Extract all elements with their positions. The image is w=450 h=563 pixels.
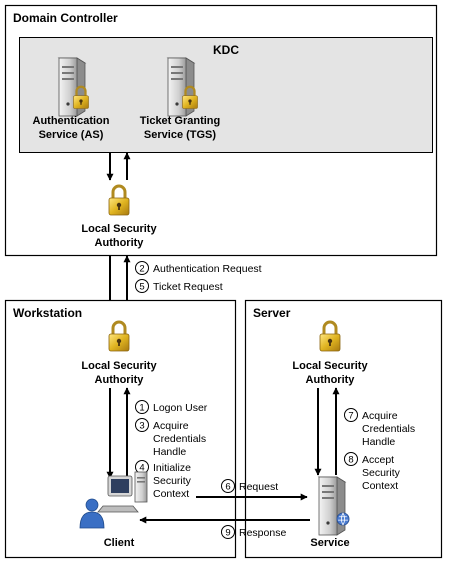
server-lsa-label-line1: Local Security [292, 360, 368, 372]
svg-text:2: 2 [139, 264, 144, 275]
step-6-text: Request [239, 481, 278, 493]
ws-lsa-label-line2: Authority [95, 374, 145, 386]
svg-text:8: 8 [348, 455, 353, 466]
server-title: Server [253, 306, 291, 320]
workstation-title: Workstation [13, 306, 82, 320]
service-server-icon [318, 476, 350, 536]
step-7-text-line1: Acquire [362, 410, 398, 422]
domain-controller-title: Domain Controller [13, 11, 118, 25]
step-2: 2 Authentication Request [135, 261, 262, 275]
step-8-text-line1: Accept [362, 454, 394, 466]
step-9: 9 Response [221, 525, 286, 539]
svg-text:3: 3 [139, 421, 144, 432]
step-4-text-line2: Security [153, 475, 192, 487]
step-4-text-line1: Initialize [153, 462, 191, 474]
step-8-text-line2: Security [362, 467, 401, 479]
step-9-text: Response [239, 527, 286, 539]
step-3-text-line2: Credentials [153, 433, 206, 445]
svg-text:5: 5 [139, 282, 144, 293]
step-4-text-line3: Context [153, 488, 189, 500]
step-5: 5 Ticket Request [135, 279, 223, 293]
dc-lsa-label-line1: Local Security [81, 223, 157, 235]
svg-text:4: 4 [139, 463, 144, 474]
dc-lsa-label-line2: Authority [95, 237, 145, 249]
svg-text:9: 9 [225, 528, 230, 539]
ticket-granting-service-icon [167, 57, 199, 117]
server-lsa-label-line2: Authority [306, 374, 356, 386]
step-3-text-line1: Acquire [153, 420, 189, 432]
client-label: Client [104, 537, 135, 549]
svg-text:6: 6 [225, 482, 230, 493]
tgs-label-line2: Service (TGS) [144, 129, 216, 141]
step-1-text: Logon User [153, 402, 208, 414]
step-4: 4 Initialize Security Context [135, 460, 192, 500]
step-7-text-line2: Credentials [362, 423, 415, 435]
tgs-label-line1: Ticket Granting [140, 115, 220, 127]
step-2-text: Authentication Request [153, 263, 262, 275]
kdc-title: KDC [213, 43, 239, 57]
step-7: 7 Acquire Credentials Handle [344, 408, 415, 448]
step-3: 3 Acquire Credentials Handle [135, 418, 206, 458]
step-8: 8 Accept Security Context [344, 452, 401, 492]
as-label-line2: Service (AS) [39, 129, 104, 141]
authentication-service-icon [58, 57, 90, 117]
step-5-text: Ticket Request [153, 281, 223, 293]
step-6: 6 Request [221, 479, 278, 493]
ws-lsa-label-line1: Local Security [81, 360, 157, 372]
svg-text:7: 7 [348, 411, 353, 422]
step-3-text-line3: Handle [153, 446, 186, 458]
client-computer-icon [97, 471, 148, 513]
user-icon [79, 498, 105, 529]
step-7-text-line3: Handle [362, 436, 395, 448]
kdc-box: KDC [19, 37, 433, 153]
step-8-text-line3: Context [362, 480, 398, 492]
service-label: Service [310, 537, 349, 549]
step-1: 1 Logon User [135, 400, 208, 414]
svg-text:1: 1 [139, 403, 144, 414]
as-label-line1: Authentication [33, 115, 110, 127]
